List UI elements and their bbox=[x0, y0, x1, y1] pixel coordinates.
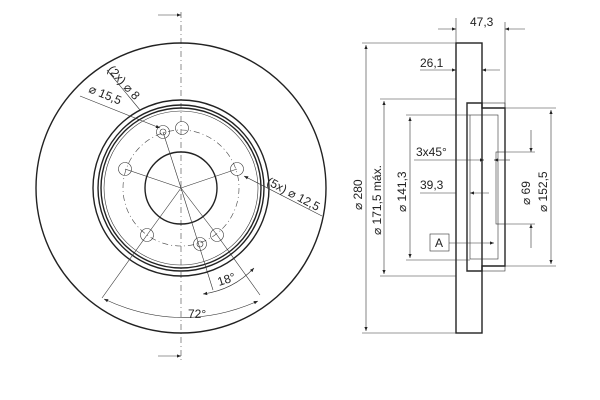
bolt-hole bbox=[140, 228, 154, 242]
leader-8 bbox=[106, 69, 141, 111]
locating-hole-inner bbox=[159, 128, 167, 136]
dim-wear-diameter: ⌀ 171,5 máx. bbox=[370, 165, 384, 235]
center-bore-section bbox=[495, 151, 506, 225]
datum-box bbox=[429, 233, 450, 252]
dim-hat-depth: 39,3 bbox=[420, 178, 444, 192]
dim-outer-diameter: ⌀ 280 bbox=[351, 179, 365, 210]
hub-ring bbox=[97, 104, 265, 272]
dim-hub-face-diameter: ⌀ 152,5 bbox=[536, 171, 550, 212]
hat-cavity bbox=[469, 114, 499, 260]
bolt-holes bbox=[118, 121, 244, 251]
hub-ring bbox=[100, 107, 262, 269]
hub-hatch bbox=[466, 102, 506, 272]
dim-disc-offset: 26,1 bbox=[420, 56, 444, 70]
bolt-hole bbox=[175, 121, 189, 135]
center-bore bbox=[144, 151, 218, 225]
disc-section bbox=[455, 42, 483, 334]
dim-bore-diameter: ⌀ 69 bbox=[519, 181, 533, 205]
bolt-hole bbox=[118, 162, 132, 176]
locating-hole-inner bbox=[196, 240, 204, 248]
locating-hole bbox=[156, 125, 170, 139]
angle-72-label: 72° bbox=[188, 307, 206, 321]
disc-outer-edge bbox=[35, 42, 327, 334]
bolt-hole-note: (5x) ⌀ 12,5 bbox=[265, 174, 323, 214]
front-view: (2x) ⌀ 8 ⌀ 15,5 (5x) ⌀ 12,5 18° 72° bbox=[35, 12, 327, 362]
dim-hub-diameter: ⌀ 141,3 bbox=[395, 171, 409, 212]
dim-total-width: 47,3 bbox=[470, 15, 494, 29]
angle-arc-72 bbox=[103, 298, 259, 318]
leader-15-5 bbox=[79, 95, 161, 129]
bolt-hole bbox=[230, 162, 244, 176]
hub-ring-inner bbox=[103, 110, 259, 266]
side-view: 47,3 26,1 ⌀ 280 ⌀ 171,5 máx. ⌀ 141,3 3x4… bbox=[351, 15, 556, 334]
bolt-hole bbox=[210, 228, 224, 242]
hub-section bbox=[466, 102, 506, 272]
angle-arc-18 bbox=[202, 267, 255, 296]
hub-ring-outer bbox=[92, 99, 270, 277]
locating-hole bbox=[193, 237, 207, 251]
dim-chamfer: 3x45° bbox=[416, 145, 447, 159]
bolt-circle bbox=[122, 129, 240, 247]
leader-12-5 bbox=[243, 175, 323, 217]
angle-18-label: 18° bbox=[216, 270, 238, 289]
datum-label: A bbox=[435, 236, 443, 250]
